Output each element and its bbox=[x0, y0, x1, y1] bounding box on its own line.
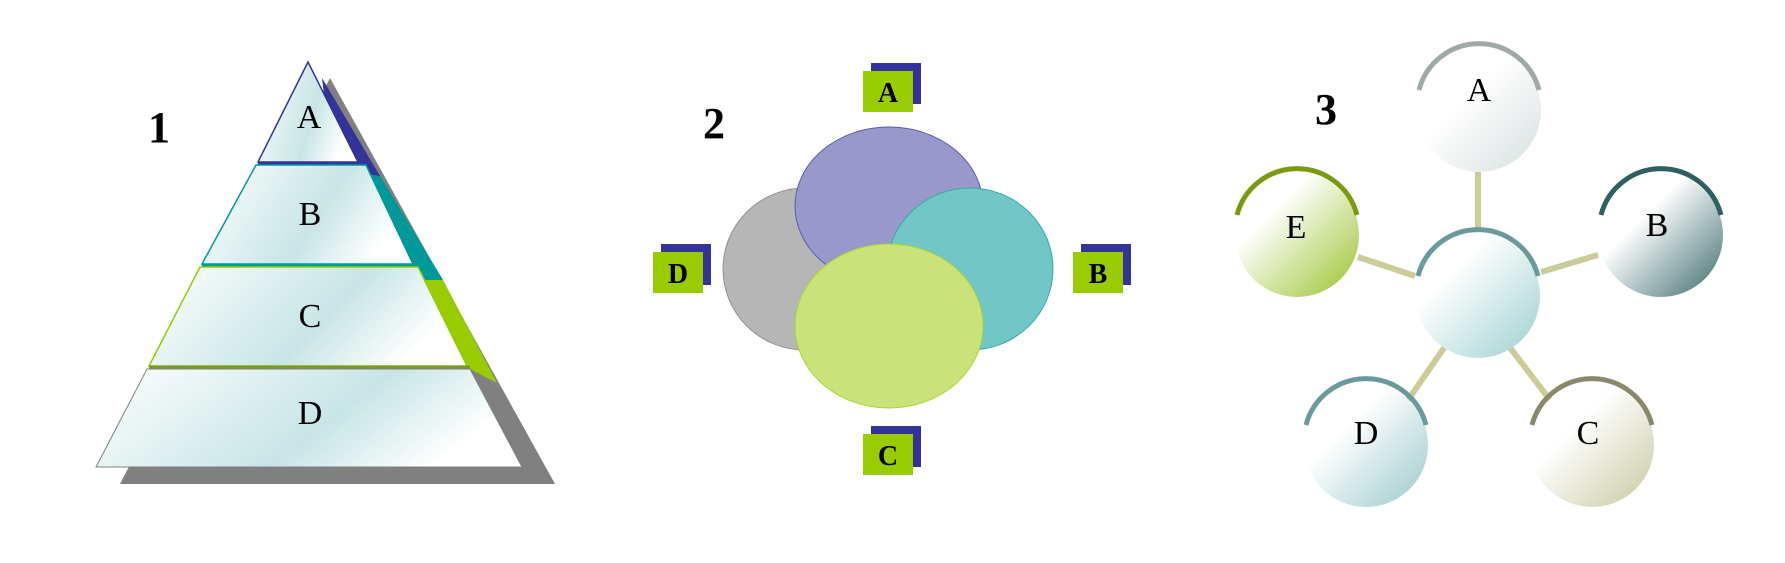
svg-text:B: B bbox=[1089, 259, 1108, 290]
pyramid-label-b: B bbox=[299, 196, 322, 233]
svg-text:D: D bbox=[668, 259, 688, 290]
venn-tag-a: A bbox=[863, 63, 921, 112]
node-e: E bbox=[1234, 166, 1360, 297]
venn-circle-c bbox=[794, 243, 984, 409]
svg-text:A: A bbox=[1467, 72, 1492, 109]
svg-text:D: D bbox=[1354, 415, 1379, 452]
svg-text:E: E bbox=[1286, 209, 1307, 246]
pyramid-label-a: A bbox=[297, 99, 322, 136]
pyramid-label-d: D bbox=[298, 395, 323, 432]
panel-number-3: 3 bbox=[1315, 85, 1337, 134]
panel-number-1: 1 bbox=[148, 103, 170, 152]
venn-diagram: 2 A B C D bbox=[653, 63, 1131, 475]
spokes bbox=[1357, 172, 1599, 402]
svg-text:C: C bbox=[878, 441, 898, 472]
hub-node bbox=[1415, 227, 1541, 358]
svg-text:B: B bbox=[1646, 207, 1669, 244]
pyramid-label-c: C bbox=[299, 298, 322, 335]
pyramid-diagram: 1 A B C D bbox=[95, 60, 555, 484]
panel-number-2: 2 bbox=[703, 99, 725, 148]
node-b: B bbox=[1598, 166, 1724, 297]
svg-text:A: A bbox=[878, 78, 899, 109]
venn-tag-c: C bbox=[863, 426, 921, 475]
venn-tag-d: D bbox=[653, 244, 711, 293]
node-a: A bbox=[1416, 41, 1542, 172]
node-c: C bbox=[1529, 376, 1655, 507]
svg-text:C: C bbox=[1577, 415, 1600, 452]
hub-spoke-diagram: 3 A B C bbox=[1234, 41, 1724, 507]
node-d: D bbox=[1303, 376, 1429, 507]
venn-tag-b: B bbox=[1073, 244, 1131, 293]
